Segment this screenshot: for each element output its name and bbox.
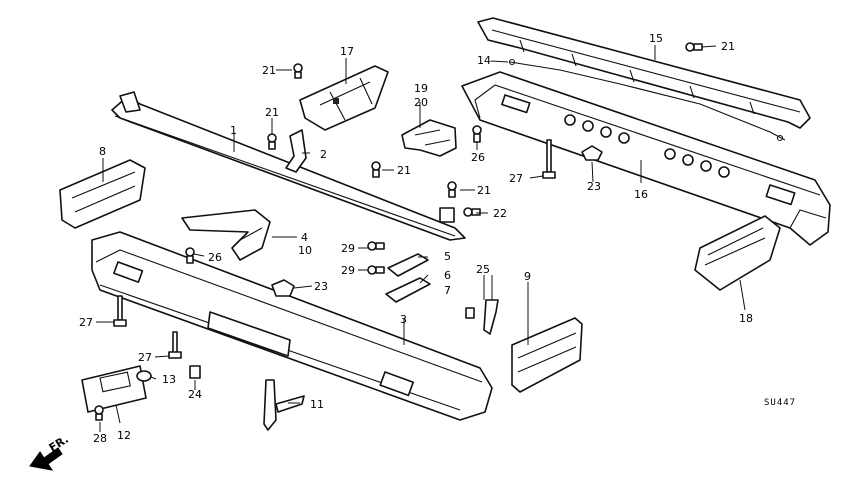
callout-7: 7 bbox=[444, 284, 451, 297]
callout-17: 17 bbox=[340, 45, 354, 58]
side-molding-9 bbox=[511, 317, 583, 393]
callout-2: 2 bbox=[320, 148, 327, 161]
callout-14: 14 bbox=[477, 54, 491, 67]
callout-9: 9 bbox=[524, 270, 531, 283]
callout-8: 8 bbox=[99, 145, 106, 158]
callout-12: 12 bbox=[117, 429, 131, 442]
clip-24 bbox=[189, 365, 201, 379]
bolt-21-center bbox=[371, 161, 381, 178]
callout-13: 13 bbox=[162, 373, 176, 386]
front-bumper bbox=[91, 231, 493, 421]
callout-22: 22 bbox=[493, 207, 507, 220]
bolt-26-front bbox=[185, 247, 195, 264]
bracket-11 bbox=[263, 379, 305, 431]
bolt-27-rear bbox=[542, 139, 556, 179]
callout-27-front-center: 27 bbox=[138, 351, 152, 364]
front-direction-label: FR. bbox=[47, 433, 71, 455]
callout-20: 20 bbox=[414, 96, 428, 109]
callout-21-right: 21 bbox=[477, 184, 491, 197]
callout-28: 28 bbox=[93, 432, 107, 445]
bracket-2 bbox=[285, 129, 307, 173]
callout-16: 16 bbox=[634, 188, 648, 201]
grommet-13 bbox=[136, 370, 152, 382]
callout-25: 25 bbox=[476, 263, 490, 276]
bracket-5 bbox=[387, 253, 429, 277]
clip-29-lower bbox=[367, 265, 385, 275]
bracket-6-7 bbox=[385, 277, 431, 303]
rear-clip-23 bbox=[581, 145, 603, 161]
bolt-21-rear-right bbox=[685, 42, 703, 52]
bracket-4-10 bbox=[181, 209, 271, 261]
rear-bracket-17 bbox=[299, 65, 389, 131]
callout-26-rear: 26 bbox=[471, 151, 485, 164]
front-clip-23 bbox=[271, 279, 295, 297]
bolt-21-top bbox=[293, 63, 303, 79]
leader-lines bbox=[96, 45, 746, 432]
callout-24: 24 bbox=[188, 388, 202, 401]
callout-23-front: 23 bbox=[314, 280, 328, 293]
diagram-code: SU447 bbox=[764, 398, 796, 408]
clip-set-25 bbox=[465, 299, 499, 335]
callout-labels: 1 2 3 4 10 5 6 7 8 9 11 12 13 14 15 16 1… bbox=[79, 32, 753, 445]
callout-15: 15 bbox=[649, 32, 663, 45]
bolt-27-front-center bbox=[168, 331, 182, 359]
callout-21-mid: 21 bbox=[265, 106, 279, 119]
callout-21-top-right: 21 bbox=[721, 40, 735, 53]
rear-cable bbox=[508, 58, 786, 142]
bolt-21-mid bbox=[267, 133, 277, 150]
callout-5: 5 bbox=[444, 250, 451, 263]
callout-29-upper: 29 bbox=[341, 242, 355, 255]
callout-10: 10 bbox=[298, 244, 312, 257]
clip-29-upper bbox=[367, 241, 385, 251]
callout-26-front: 26 bbox=[208, 251, 222, 264]
callout-6: 6 bbox=[444, 269, 451, 282]
license-plate-bracket bbox=[81, 365, 147, 413]
callout-11: 11 bbox=[310, 398, 324, 411]
callout-19: 19 bbox=[414, 82, 428, 95]
callout-4: 4 bbox=[301, 231, 308, 244]
bolt-27-front-left bbox=[113, 295, 127, 327]
rear-side-piece bbox=[694, 215, 781, 291]
callout-27-front-left: 27 bbox=[79, 316, 93, 329]
callout-21-top-left: 21 bbox=[262, 64, 276, 77]
callout-21-center: 21 bbox=[397, 164, 411, 177]
callout-29-lower: 29 bbox=[341, 264, 355, 277]
callout-1: 1 bbox=[230, 124, 237, 137]
arrow-down-left-icon bbox=[29, 447, 63, 471]
callout-27-rear: 27 bbox=[509, 172, 523, 185]
rear-upper-molding bbox=[477, 17, 811, 129]
callout-18: 18 bbox=[739, 312, 753, 325]
bolt-22 bbox=[463, 207, 481, 217]
callout-3: 3 bbox=[400, 313, 407, 326]
bolt-21-right bbox=[447, 181, 457, 198]
rear-bracket-19-20 bbox=[401, 119, 457, 157]
bolt-28 bbox=[94, 405, 104, 421]
front-side-piece bbox=[59, 159, 146, 229]
bolt-26-rear bbox=[472, 125, 482, 143]
callout-23-rear: 23 bbox=[587, 180, 601, 193]
